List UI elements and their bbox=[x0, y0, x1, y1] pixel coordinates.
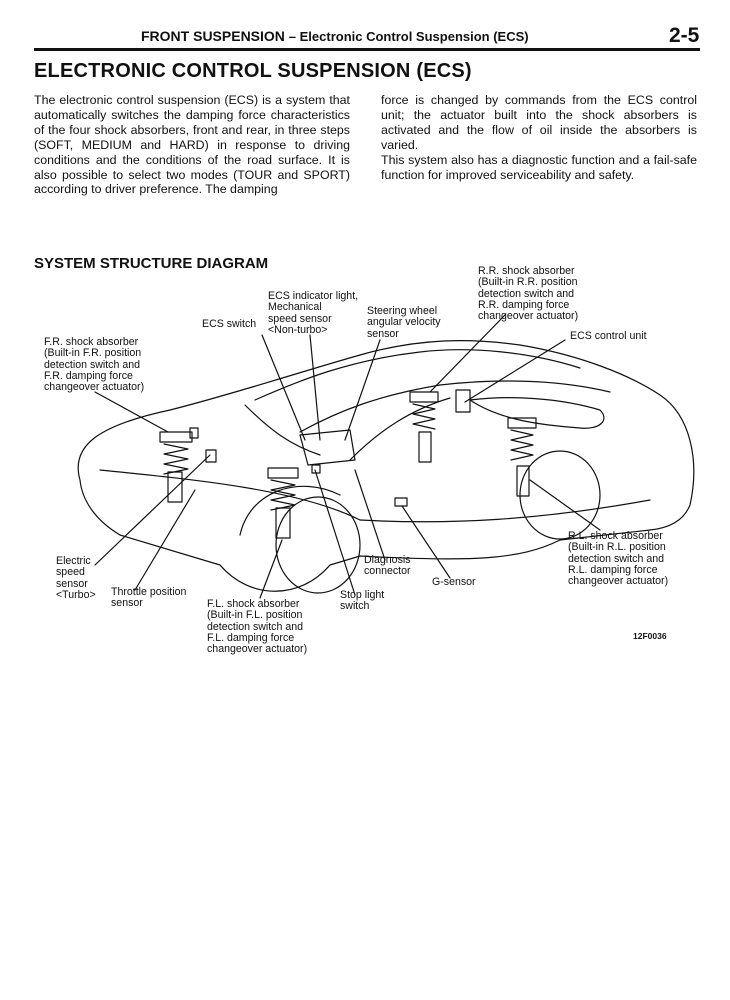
leader-diagnosis bbox=[354, 469, 386, 561]
diagnosis-connector-part bbox=[394, 497, 408, 507]
intro-right-column: force is changed by commands from the EC… bbox=[381, 93, 697, 182]
intro-paragraph-left: The electronic control suspension (ECS) … bbox=[34, 93, 350, 197]
header-section: FRONT SUSPENSION bbox=[141, 28, 285, 44]
figure-code: 12F0036 bbox=[633, 631, 667, 641]
front-wheel-arch bbox=[239, 485, 341, 536]
car-roof-line bbox=[299, 380, 611, 433]
intro-left-column: The electronic control suspension (ECS) … bbox=[34, 93, 350, 197]
fl-shock-absorber bbox=[267, 467, 299, 539]
ecs-control-unit-box bbox=[455, 389, 471, 413]
label-steering-wheel-sensor: Steering wheel angular velocity sensor bbox=[367, 305, 441, 340]
front-left-wheel bbox=[275, 496, 361, 594]
label-ecs-indicator-light: ECS indicator light, Mechanical speed se… bbox=[268, 290, 359, 336]
label-g-sensor: G-sensor bbox=[432, 576, 476, 588]
leader-gsensor bbox=[401, 505, 451, 579]
leader-speed-sensor bbox=[94, 454, 211, 566]
leader-fr bbox=[94, 391, 169, 433]
dashboard-module bbox=[299, 429, 356, 466]
label-rr-shock-absorber: R.R. shock absorber (Built-in R.R. posit… bbox=[478, 265, 579, 323]
label-electric-speed-sensor: Electric speed sensor <Turbo> bbox=[56, 555, 96, 601]
leader-stop bbox=[314, 469, 356, 596]
fr-shock-absorber bbox=[159, 427, 199, 503]
leader-steering bbox=[344, 339, 381, 441]
rr-shock-absorber bbox=[409, 391, 439, 463]
leader-throttle bbox=[134, 489, 196, 591]
leader-rl bbox=[529, 479, 601, 531]
header-subsection: – Electronic Control Suspension (ECS) bbox=[288, 29, 529, 44]
diagram-title: SYSTEM STRUCTURE DIAGRAM bbox=[34, 255, 269, 272]
rl-shock-absorber bbox=[507, 417, 537, 497]
label-throttle-position-sensor: Throttle position sensor bbox=[111, 586, 187, 610]
page-number: 2-5 bbox=[669, 24, 700, 47]
leader-ecu bbox=[464, 339, 566, 403]
header-rule bbox=[34, 48, 700, 51]
throttle-sensor-part bbox=[205, 449, 217, 463]
intro-paragraph-right-1: force is changed by commands from the EC… bbox=[381, 93, 697, 152]
label-diagnosis-connector: Diagnosis connector bbox=[364, 554, 411, 578]
label-fl-shock-absorber: F.L. shock absorber (Built-in F.L. posit… bbox=[207, 598, 308, 656]
car-body-outline bbox=[77, 339, 695, 592]
running-header: FRONT SUSPENSION – Electronic Control Su… bbox=[141, 28, 529, 44]
intro-paragraph-right-2: This system also has a diagnostic functi… bbox=[381, 152, 697, 182]
label-ecs-switch: ECS switch bbox=[202, 318, 257, 330]
leader-ecs-indicator bbox=[309, 334, 321, 441]
leader-ecs-switch bbox=[261, 334, 306, 441]
label-ecs-control-unit: ECS control unit bbox=[570, 330, 647, 342]
label-rl-shock-absorber: R.L. shock absorber (Built-in R.L. posit… bbox=[568, 530, 669, 588]
page-title: ELECTRONIC CONTROL SUSPENSION (ECS) bbox=[34, 60, 472, 82]
label-stop-light-switch: Stop light switch bbox=[340, 589, 385, 613]
car-windshield bbox=[254, 349, 581, 401]
leader-rr bbox=[429, 314, 506, 393]
rear-left-wheel bbox=[519, 450, 601, 540]
leader-fl bbox=[259, 539, 283, 599]
label-fr-shock-absorber: F.R. shock absorber (Built-in F.R. posit… bbox=[44, 336, 145, 394]
